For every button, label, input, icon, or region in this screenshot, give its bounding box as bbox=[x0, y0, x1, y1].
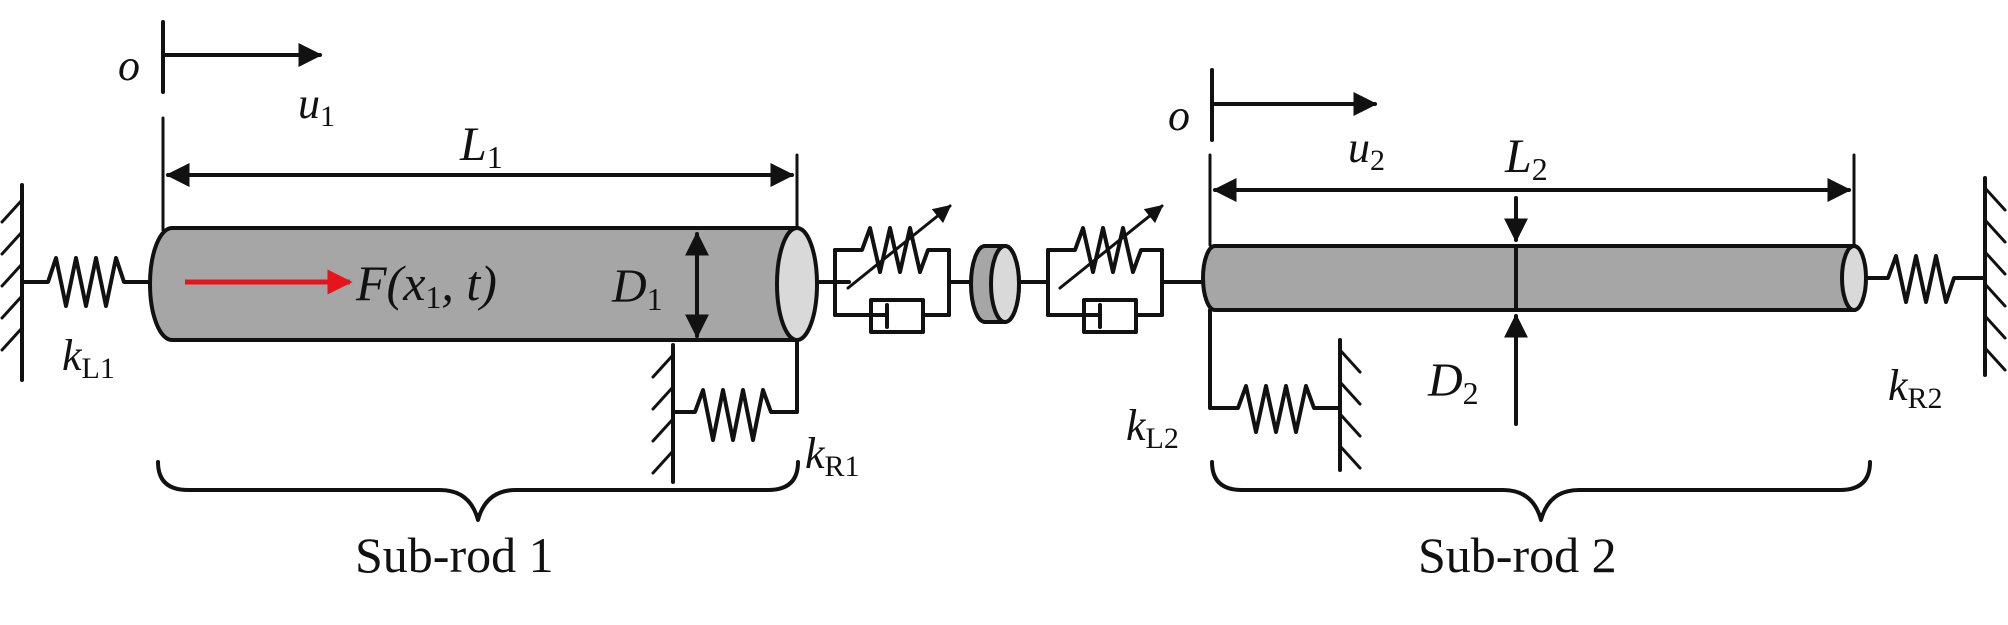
svg-text:u2: u2 bbox=[1348, 123, 1385, 177]
spring-kL1 bbox=[20, 256, 152, 308]
origin-axis-2: o u2 bbox=[1168, 68, 1385, 177]
spring-label-kL1: k bbox=[62, 331, 83, 380]
coupling-disk bbox=[969, 244, 1021, 324]
spring-damper-2 bbox=[1038, 204, 1207, 334]
displacement-sub-1: 1 bbox=[320, 100, 335, 133]
brace-1 bbox=[156, 460, 800, 522]
svg-text:F(x1, t): F(x1, t) bbox=[355, 255, 497, 315]
svg-text:D1: D1 bbox=[611, 260, 663, 317]
origin-label-1: o bbox=[118, 41, 140, 90]
sub-rod-2: o u2 L2 D2 kL2 bbox=[1126, 68, 2007, 583]
origin-label-2: o bbox=[1168, 91, 1190, 140]
svg-text:D2: D2 bbox=[1427, 354, 1479, 411]
sub-rod-1: o u1 L1 kL1 F(x1, t) bbox=[0, 20, 860, 583]
length-dimension-1: L1 bbox=[161, 116, 799, 232]
spring-kR2 bbox=[1864, 254, 1987, 304]
length-label-1: L bbox=[459, 118, 487, 171]
diameter-sub-1: 1 bbox=[647, 281, 663, 317]
support-wall-1 bbox=[651, 343, 675, 484]
spring-sub-kL1: L1 bbox=[82, 352, 115, 385]
brace-label-2: Sub-rod 2 bbox=[1418, 527, 1617, 583]
force-label-pre: F( bbox=[355, 255, 407, 311]
diameter-label-1: D bbox=[611, 260, 647, 313]
spring-label-kL2: k bbox=[1126, 401, 1147, 450]
length-sub-1: 1 bbox=[487, 139, 503, 175]
displacement-sub-2: 2 bbox=[1370, 144, 1385, 177]
coupling bbox=[815, 204, 1207, 334]
spring-kL2 bbox=[1208, 308, 1342, 434]
spring-label-kR1: k bbox=[805, 429, 826, 478]
displacement-label-2: u bbox=[1348, 123, 1370, 172]
svg-text:u1: u1 bbox=[298, 79, 335, 133]
force-label-post: , t) bbox=[441, 255, 497, 311]
length-sub-2: 2 bbox=[1532, 151, 1548, 187]
brace-label-1: Sub-rod 1 bbox=[355, 527, 554, 583]
spring-sub-kR1: R1 bbox=[825, 450, 860, 483]
diameter-sub-2: 2 bbox=[1463, 375, 1479, 411]
spring-kR1 bbox=[671, 338, 799, 442]
svg-text:kR1: kR1 bbox=[805, 429, 860, 483]
svg-text:L1: L1 bbox=[459, 118, 503, 175]
spring-sub-kR2: R2 bbox=[1908, 382, 1943, 415]
svg-text:L2: L2 bbox=[1504, 130, 1548, 187]
svg-text:kL2: kL2 bbox=[1126, 401, 1179, 455]
origin-axis-1: o u1 bbox=[118, 20, 335, 133]
force-label-var: x bbox=[402, 255, 425, 311]
left-wall-1 bbox=[0, 183, 24, 382]
rod-end-cap-1 bbox=[775, 226, 819, 342]
rod-end-cap-2 bbox=[1840, 244, 1868, 312]
spring-damper-1 bbox=[833, 204, 974, 334]
rod-body-2 bbox=[1201, 244, 1868, 312]
right-wall-2 bbox=[1983, 176, 2007, 377]
displacement-label-1: u bbox=[298, 79, 320, 128]
rod-body-1 bbox=[148, 226, 819, 342]
svg-text:kL1: kL1 bbox=[62, 331, 115, 385]
length-dimension-2: L2 bbox=[1208, 130, 1856, 247]
length-label-2: L bbox=[1504, 130, 1532, 183]
diameter-label-2: D bbox=[1427, 354, 1463, 407]
spring-sub-kL2: L2 bbox=[1146, 422, 1179, 455]
svg-text:kR2: kR2 bbox=[1888, 361, 1943, 415]
spring-label-kR2: k bbox=[1888, 361, 1909, 410]
brace-2 bbox=[1210, 460, 1872, 522]
force-label-sub: 1 bbox=[425, 279, 441, 315]
support-wall-2 bbox=[1338, 338, 1362, 472]
